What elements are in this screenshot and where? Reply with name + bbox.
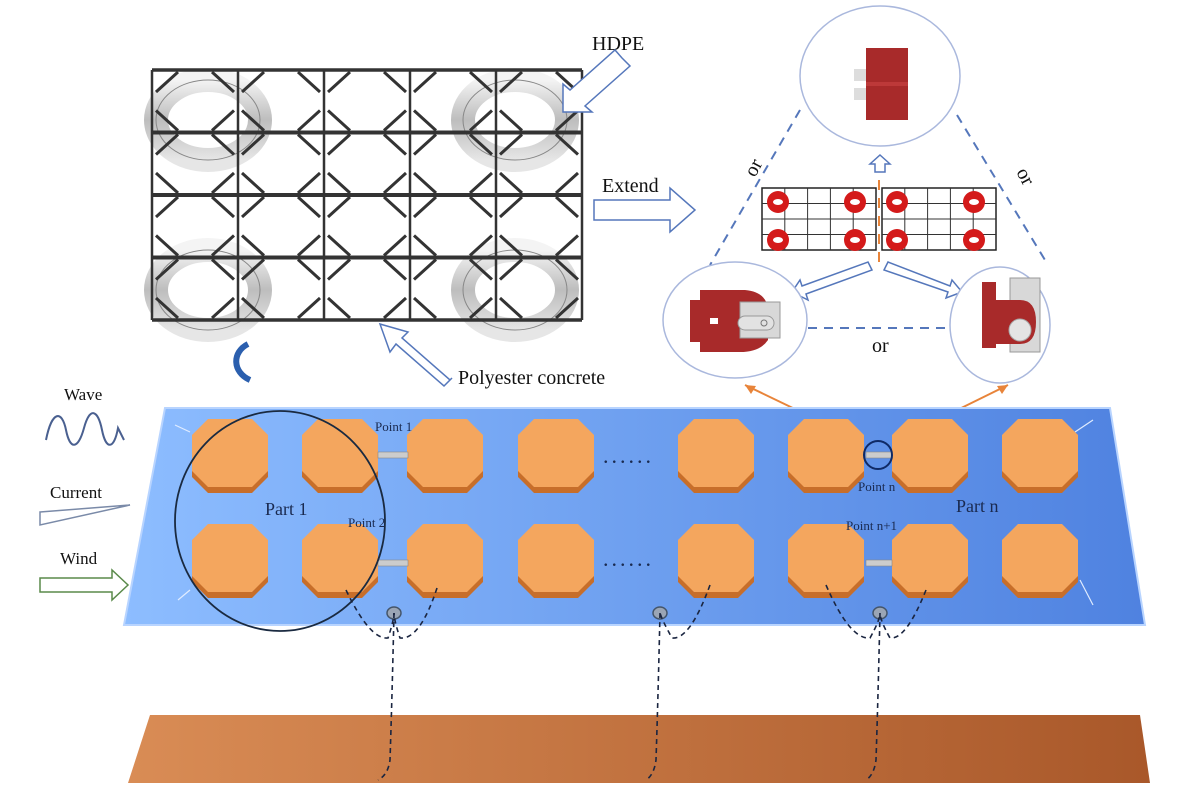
- extend-arrow-icon: [593, 186, 697, 234]
- current-label: Current: [50, 483, 102, 502]
- part-1-label: Part 1: [265, 499, 308, 519]
- or-label-bottom: or: [872, 335, 889, 357]
- point-n1-label: Point n+1: [846, 518, 897, 533]
- hdpe-tube-ring-br: [451, 238, 579, 342]
- dashed-link-left: [709, 109, 801, 266]
- curved-arrow-icon: [233, 341, 252, 383]
- down-left-arrow-icon: [790, 261, 874, 302]
- load-legend: Wave Current Wind: [39, 385, 131, 602]
- polyester-concrete-label: Polyester concrete: [458, 367, 605, 389]
- hdpe-tube-ring-tl: [144, 68, 272, 172]
- part-1-outline: [174, 410, 386, 632]
- ellipsis-top: ......: [603, 443, 654, 468]
- extend-label: Extend: [602, 175, 659, 197]
- connector-option-right: [949, 266, 1051, 384]
- hdpe-tube-ring-tr: [451, 68, 579, 172]
- or-label-left: or: [740, 155, 767, 180]
- point-n-highlight: [863, 440, 893, 470]
- float-module: [788, 419, 864, 493]
- wind-label: Wind: [60, 549, 98, 568]
- dashed-link-right: [956, 114, 1046, 261]
- float-module: [1002, 524, 1078, 598]
- hdpe-tube-ring-bl: [144, 238, 272, 342]
- hdpe-arrow-icon: [562, 48, 632, 113]
- float-module: [678, 524, 754, 598]
- connector-option-top: [799, 5, 961, 147]
- float-module: [407, 419, 483, 493]
- float-module: [407, 524, 483, 598]
- connector-point-1: [377, 451, 409, 459]
- float-module: [518, 524, 594, 598]
- part-n-label: Part n: [956, 496, 999, 516]
- connector-point-n1: [865, 559, 893, 567]
- grid-module: [144, 68, 584, 342]
- or-label-right: or: [1012, 164, 1039, 189]
- float-module: [518, 419, 594, 493]
- float-module: [192, 419, 268, 493]
- wind-arrow-icon: [39, 568, 130, 602]
- connector-point-n: [865, 451, 893, 459]
- wave-icon: [45, 412, 125, 446]
- float-module: [892, 524, 968, 598]
- float-module: [678, 419, 754, 493]
- down-right-arrow-icon: [882, 261, 964, 300]
- connector-point-2: [377, 559, 409, 567]
- extended-grid-preview: [761, 180, 997, 268]
- connector-option-left: [662, 261, 808, 379]
- polyester-concrete-frame: [150, 68, 584, 322]
- seabed: [128, 715, 1150, 783]
- wave-label: Wave: [64, 385, 102, 404]
- connector-options: or or or: [662, 5, 1051, 449]
- float-module: [892, 419, 968, 493]
- floating-platform: Part 1 Part n Point 1 Point 2 Point n Po…: [122, 407, 1147, 632]
- float-module: [302, 524, 378, 598]
- point-1-label: Point 1: [375, 419, 412, 434]
- float-module: [1002, 419, 1078, 493]
- point-n-label: Point n: [858, 479, 896, 494]
- hdpe-label: HDPE: [592, 33, 644, 55]
- polyester-arrow-icon: [378, 322, 453, 388]
- current-icon: [39, 504, 131, 526]
- ellipsis-bottom: ......: [603, 546, 654, 571]
- up-arrow-icon: [868, 153, 892, 173]
- float-module: [192, 524, 268, 598]
- point-2-label: Point 2: [348, 515, 385, 530]
- mooring-lines: [345, 584, 927, 781]
